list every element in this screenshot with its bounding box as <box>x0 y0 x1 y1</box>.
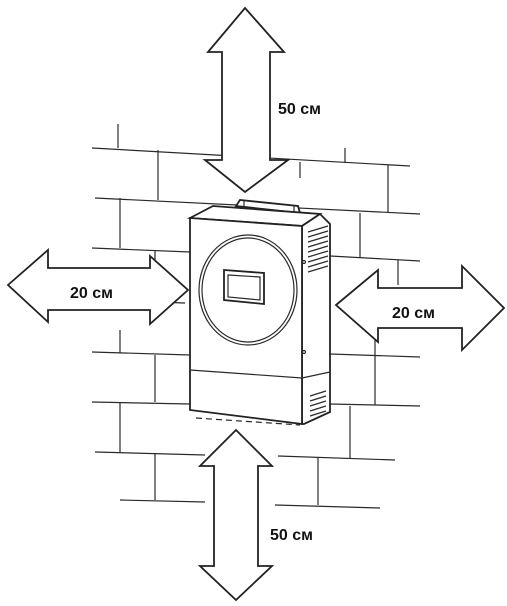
right-clearance-label: 20 см <box>392 305 435 322</box>
right-clearance-arrow <box>334 263 506 353</box>
side-vent-bottom <box>309 390 327 417</box>
left-clearance-label: 20 см <box>70 285 113 302</box>
top-clearance-label: 50 см <box>278 101 321 118</box>
bottom-clearance-label: 50 см <box>270 527 313 544</box>
inverter-unit <box>186 199 331 426</box>
side-vent-top <box>307 225 329 273</box>
bottom-clearance-arrow <box>197 428 275 602</box>
left-clearance-arrow <box>6 248 190 327</box>
top-clearance-arrow <box>202 6 291 194</box>
